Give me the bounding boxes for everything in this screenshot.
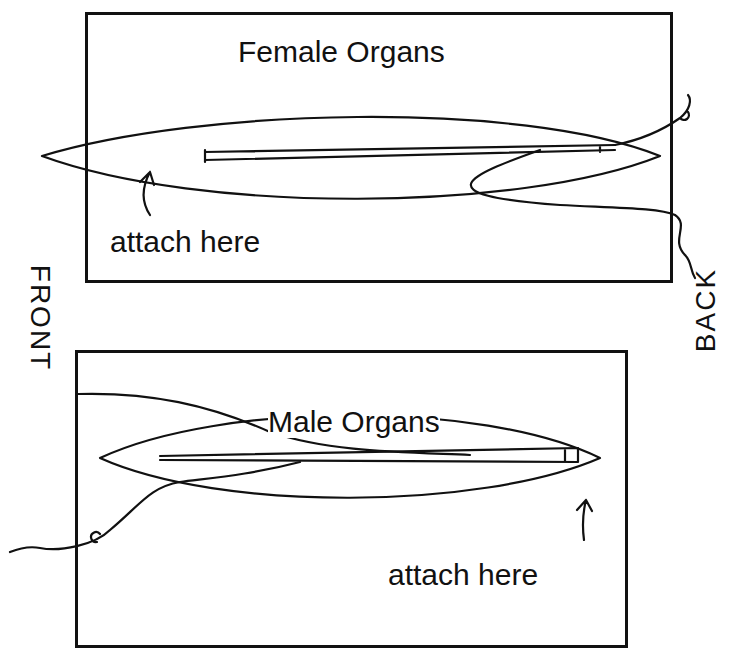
direction-label: BACK [692,268,720,352]
attach-note: attach here [110,225,260,258]
attach-note: attach here [388,558,538,591]
box-heading: Male Organs [268,405,440,438]
box-heading: Female Organs [238,35,445,68]
organ-box: Female Organs attach here [85,12,673,283]
direction-label: FRONT [26,265,54,371]
organ-box: Male Organs attach here [75,350,628,648]
